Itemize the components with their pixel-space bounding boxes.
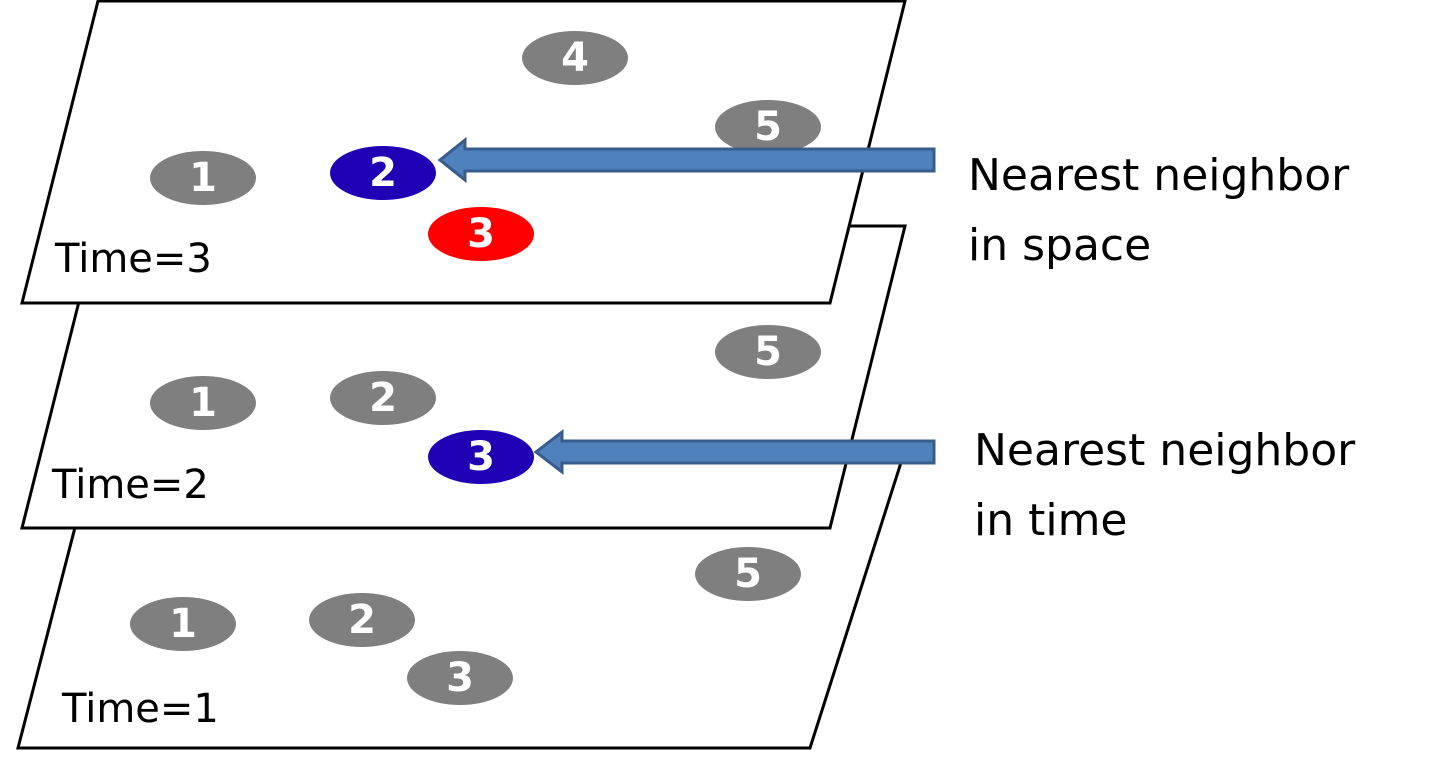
node-label: 2 — [369, 150, 397, 196]
node-t3-2: 2 — [330, 146, 436, 200]
node-ellipse — [428, 207, 534, 261]
arrow-time — [533, 428, 936, 476]
node-ellipse — [309, 593, 415, 647]
node-label: 2 — [369, 375, 397, 421]
node-label: 5 — [754, 329, 782, 375]
node-ellipse — [715, 325, 821, 379]
node-label: 4 — [561, 35, 589, 81]
node-label: 5 — [754, 104, 782, 150]
node-ellipse — [330, 371, 436, 425]
node-ellipse — [428, 430, 534, 484]
caption-time-line2: in time — [974, 495, 1128, 546]
node-label: 2 — [348, 597, 376, 643]
node-label: 1 — [189, 155, 217, 201]
node-t1-2: 2 — [309, 593, 415, 647]
node-label: 5 — [734, 551, 762, 597]
node-t3-3: 3 — [428, 207, 534, 261]
node-ellipse — [715, 100, 821, 154]
node-ellipse — [330, 146, 436, 200]
node-t2-5: 5 — [715, 325, 821, 379]
node-t3-5: 5 — [715, 100, 821, 154]
time-label-1: Time=1 — [61, 686, 219, 732]
caption-time-line1: Nearest neighbor — [974, 425, 1356, 476]
time-label-3: Time=3 — [54, 236, 212, 282]
caption-space: Nearest neighbor in space — [968, 150, 1350, 271]
node-t2-1: 1 — [150, 376, 256, 430]
node-ellipse — [150, 376, 256, 430]
node-t2-3: 3 — [428, 430, 534, 484]
node-ellipse — [695, 547, 801, 601]
caption-space-line2: in space — [968, 220, 1151, 271]
node-t1-1: 1 — [130, 597, 236, 651]
arrow-space — [437, 136, 936, 184]
node-label: 3 — [467, 211, 495, 257]
node-t1-5: 5 — [695, 547, 801, 601]
node-label: 1 — [169, 601, 197, 647]
node-t1-3: 3 — [407, 651, 513, 705]
time-label-2: Time=2 — [51, 462, 209, 508]
node-ellipse — [130, 597, 236, 651]
node-label: 3 — [446, 655, 474, 701]
caption-space-line1: Nearest neighbor — [968, 150, 1350, 201]
node-label: 3 — [467, 434, 495, 480]
node-ellipse — [150, 151, 256, 205]
node-ellipse — [522, 31, 628, 85]
node-ellipse — [407, 651, 513, 705]
node-label: 1 — [189, 380, 217, 426]
node-t2-2: 2 — [330, 371, 436, 425]
node-t3-1: 1 — [150, 151, 256, 205]
caption-time: Nearest neighbor in time — [974, 425, 1356, 546]
node-t3-4: 4 — [522, 31, 628, 85]
